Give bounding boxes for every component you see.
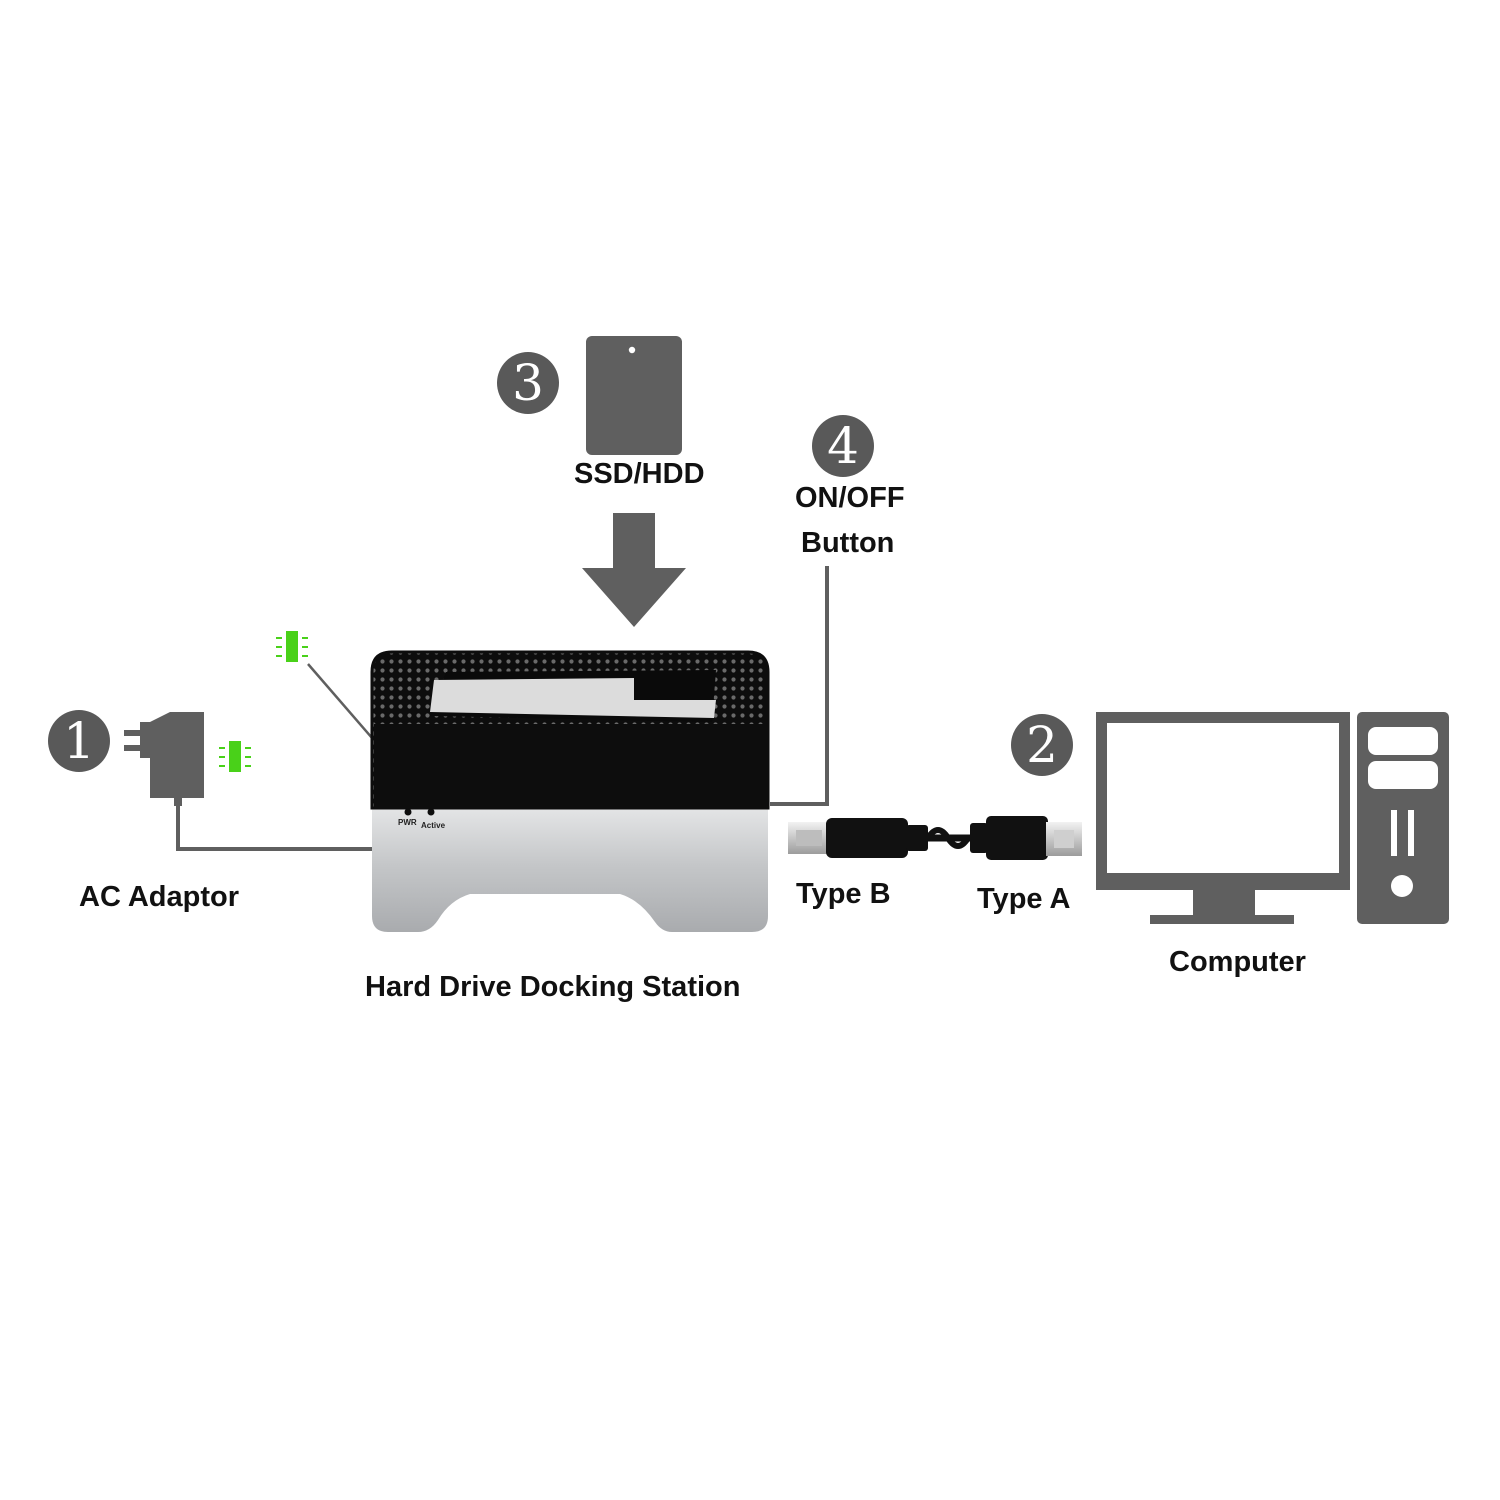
led-indicator-icon — [276, 631, 308, 662]
ac-adaptor-icon — [124, 712, 372, 851]
down-arrow-icon — [582, 513, 686, 627]
active-led-label: Active — [421, 821, 446, 830]
button-pointer-line — [770, 566, 829, 806]
step-number-2: 2 — [1011, 714, 1073, 776]
monitor-icon — [1096, 712, 1350, 924]
step-number-3: 3 — [497, 352, 559, 414]
drive-icon — [586, 336, 682, 455]
computer-tower-icon — [1357, 712, 1449, 924]
docking-station-label: Hard Drive Docking Station — [365, 971, 741, 1003]
led-indicator-icon — [219, 741, 251, 772]
computer-label: Computer — [1169, 946, 1306, 978]
step-number-1: 1 — [48, 710, 110, 772]
on-off-label: ON/OFF — [795, 482, 905, 514]
pwr-led-label: PWR — [398, 818, 417, 827]
type-a-label: Type A — [977, 883, 1071, 915]
usb-cable-icon — [788, 816, 1082, 860]
step-number-4: 4 — [812, 415, 874, 477]
button-label: Button — [801, 527, 895, 559]
docking-station — [370, 650, 770, 932]
type-b-label: Type B — [796, 878, 891, 910]
ssd-hdd-label: SSD/HDD — [574, 458, 705, 490]
ac-adaptor-label: AC Adaptor — [79, 881, 240, 913]
